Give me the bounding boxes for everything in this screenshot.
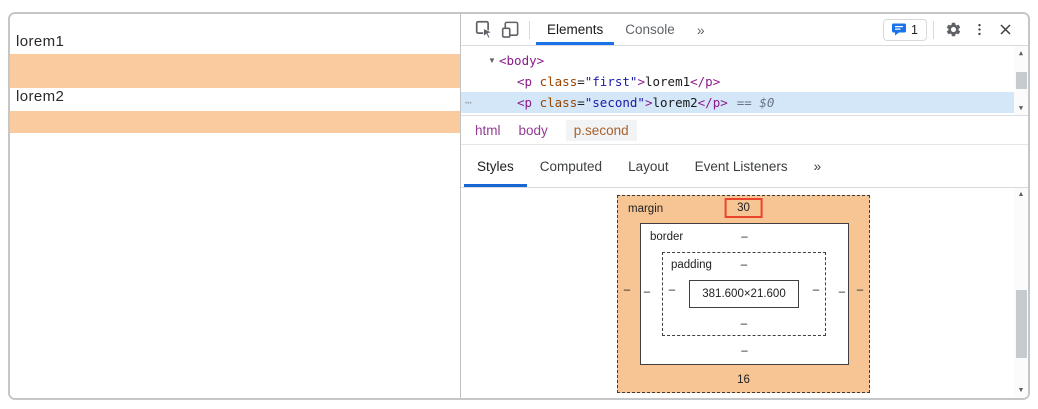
scroll-up-icon[interactable]: ▲ xyxy=(1018,49,1024,57)
border-label: border xyxy=(650,231,684,243)
body-tag: <body> xyxy=(499,53,545,68)
margin-top-value-highlighted[interactable]: 30 xyxy=(724,198,763,218)
padding-label: padding xyxy=(671,259,712,271)
attr-name: class xyxy=(532,74,578,89)
border-bottom-value[interactable]: – xyxy=(741,345,748,357)
selected-node-hint: == $0 xyxy=(736,95,775,110)
attr-value: "first" xyxy=(584,74,638,89)
issues-count: 1 xyxy=(911,22,918,37)
node-text: lorem2 xyxy=(652,95,698,110)
styles-scrollbar[interactable]: ▲ ▼ xyxy=(1014,188,1028,398)
dom-row-body[interactable]: ▼ <body> xyxy=(461,50,1028,71)
padding-bottom-value[interactable]: – xyxy=(740,318,748,330)
browser-window: lorem1 lorem2 Elements Console » 1 xyxy=(8,12,1030,400)
styles-pane: margin 30 16 – – border – – – – padding … xyxy=(461,188,1028,398)
bracket: > xyxy=(644,95,653,110)
dom-row-p-first[interactable]: <p class="first">lorem1</p> xyxy=(461,71,1028,92)
tab-elements[interactable]: Elements xyxy=(536,14,614,45)
p-open-tag: <p xyxy=(517,74,533,89)
tab-computed[interactable]: Computed xyxy=(539,158,603,174)
box-model-content-size[interactable]: 381.600×21.600 xyxy=(689,280,799,308)
p-close-tag: </p> xyxy=(697,95,728,110)
close-icon[interactable] xyxy=(992,22,1018,37)
page-paragraph-lorem1: lorem1 xyxy=(16,33,65,50)
devtools-divider[interactable] xyxy=(460,14,461,398)
scroll-down-icon[interactable]: ▼ xyxy=(1018,104,1024,112)
dom-scrollbar-thumb[interactable] xyxy=(1015,72,1027,89)
tab-layout[interactable]: Layout xyxy=(628,158,669,174)
margin-bottom-value[interactable]: 16 xyxy=(737,374,750,386)
devtools-panel: Elements Console » 1 xyxy=(461,14,1028,398)
devtools-toolbar: Elements Console » 1 xyxy=(461,14,1028,46)
breadcrumb-html[interactable]: html xyxy=(475,122,501,138)
breadcrumb-p-second[interactable]: p.second xyxy=(565,119,637,141)
scroll-down-icon[interactable]: ▼ xyxy=(1017,387,1025,394)
message-bubble-icon xyxy=(892,23,907,36)
device-toolbar-icon[interactable] xyxy=(497,14,523,45)
tab-event-listeners[interactable]: Event Listeners xyxy=(694,158,788,174)
border-top-value[interactable]: – xyxy=(741,231,748,243)
breadcrumb-body[interactable]: body xyxy=(518,122,548,138)
box-model-padding-box[interactable]: padding – – – – 381.600×21.600 xyxy=(662,252,826,336)
box-model-border-box[interactable]: border – – – – padding – – – – 381.600×2… xyxy=(640,223,849,365)
margin-highlight-overlay-bottom xyxy=(10,111,460,133)
issues-badge[interactable]: 1 xyxy=(883,18,927,41)
node-text: lorem1 xyxy=(644,74,691,89)
toolbar-separator-2 xyxy=(933,20,934,39)
attr-name: class xyxy=(532,95,578,110)
border-left-value[interactable]: – xyxy=(643,286,651,298)
more-tabs-icon[interactable]: » xyxy=(813,158,822,174)
settings-gear-icon[interactable] xyxy=(940,21,966,38)
styles-scrollbar-thumb[interactable] xyxy=(1015,290,1027,358)
p-open-tag: <p xyxy=(517,95,533,110)
margin-label: margin xyxy=(628,203,664,215)
page-paragraph-lorem2: lorem2 xyxy=(16,88,65,105)
page-viewport: lorem1 lorem2 xyxy=(10,14,460,398)
dom-scrollbar[interactable]: ▲ ▼ xyxy=(1014,46,1028,115)
p-close-tag: </p> xyxy=(690,74,721,89)
padding-right-value[interactable]: – xyxy=(812,284,820,296)
attr-value: "second" xyxy=(584,95,645,110)
breadcrumb: html body p.second xyxy=(461,116,1028,145)
styles-tab-bar: Styles Computed Layout Event Listeners » xyxy=(461,145,1028,188)
margin-left-value[interactable]: – xyxy=(623,284,631,296)
tab-console[interactable]: Console xyxy=(625,22,675,37)
dom-row-p-second-selected[interactable]: ⋯ <p class="second">lorem2</p> == $0 xyxy=(461,92,1028,113)
inspect-element-icon[interactable] xyxy=(471,14,497,45)
equals-sign: = xyxy=(577,95,585,110)
bracket: > xyxy=(637,74,645,89)
scroll-up-icon[interactable]: ▲ xyxy=(1017,191,1025,198)
node-options-ellipsis-icon[interactable]: ⋯ xyxy=(465,96,473,109)
kebab-menu-icon[interactable] xyxy=(966,22,992,37)
box-model-margin-box[interactable]: margin 30 16 – – border – – – – padding … xyxy=(617,195,870,393)
padding-top-value[interactable]: – xyxy=(740,259,748,271)
tab-styles[interactable]: Styles xyxy=(464,145,527,187)
margin-right-value[interactable]: – xyxy=(856,284,864,296)
padding-left-value[interactable]: – xyxy=(668,284,676,296)
expand-arrow-icon[interactable]: ▼ xyxy=(488,56,496,65)
dom-tree: ▼ <body> <p class="first">lorem1</p> ⋯ <… xyxy=(461,46,1028,116)
toolbar-separator xyxy=(529,20,530,39)
margin-highlight-overlay-top xyxy=(10,54,460,88)
border-right-value[interactable]: – xyxy=(838,286,846,298)
toolbar-right-cluster: 1 xyxy=(883,14,1028,45)
equals-sign: = xyxy=(577,74,585,89)
more-panels-icon[interactable]: » xyxy=(696,21,705,38)
